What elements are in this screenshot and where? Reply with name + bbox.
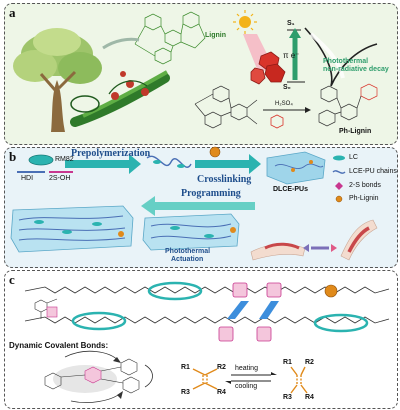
chain-icon <box>332 170 346 174</box>
crosslinking-arrow-icon <box>195 154 261 174</box>
polymer-chain-top <box>24 281 390 301</box>
photothermal-actuation-line2: Actuation <box>171 256 204 263</box>
twos-oh-label: 2S-OH <box>49 175 71 182</box>
r4-right: R4 <box>305 394 314 401</box>
panel-b-illustration <box>10 146 378 261</box>
ph-lignin-sphere-c <box>324 284 338 298</box>
panel-b: b <box>4 146 398 268</box>
mesogen-highlight-top <box>147 281 203 301</box>
energy-diagram <box>287 27 378 87</box>
legend-2s-label: 2-S bonds <box>349 182 381 189</box>
contracted-film-icon <box>142 213 240 251</box>
s0-label: S₀ <box>283 84 291 91</box>
dlce-pu-block-icon <box>266 151 326 185</box>
prepolymer-chain-icon <box>146 155 192 168</box>
photothermal-actuation-line1: Photothermal <box>165 248 211 255</box>
ph-lignin-structure <box>318 83 378 127</box>
panel-b-letter: b <box>9 149 17 164</box>
programming-label: Programming <box>181 188 241 199</box>
programming-arrow-icon <box>141 196 255 216</box>
sun-icon <box>233 10 257 34</box>
panel-c: c <box>4 270 398 409</box>
s1-label: S₁ <box>287 20 295 27</box>
phenol-icon <box>270 114 284 129</box>
prepolymerization-arrow-icon <box>65 154 141 174</box>
polymer-chain-bottom <box>24 311 390 342</box>
prepolymerization-label: Prepolymerization <box>71 148 151 159</box>
lignin-chemical-structure <box>194 85 258 129</box>
panel-a: a <box>4 3 398 145</box>
panel-a-illustration <box>13 10 378 132</box>
cooling-label: cooling <box>235 383 258 390</box>
disulfide-box-2 <box>266 282 282 298</box>
r3-left: R3 <box>181 389 190 396</box>
crosslinking-label: Crosslinking <box>197 174 252 185</box>
dynamic-bonds-label: Dynamic Covalent Bonds: <box>9 341 109 350</box>
arm-extended-icon <box>250 242 306 261</box>
panel-c-illustration <box>24 281 390 403</box>
pi-label: π e⁻ <box>283 51 300 60</box>
dlce-pus-label: DLCE-PUs <box>273 186 309 193</box>
panel-c-letter: c <box>9 272 15 287</box>
fiber-icon <box>70 70 170 127</box>
photothermal-line2: non-radiative decay <box>323 66 389 73</box>
mesogen-highlight-bottom-2 <box>313 313 369 333</box>
lignin-label: Lignin <box>205 32 226 39</box>
lc-mesogen-icon <box>333 155 345 161</box>
heating-label: heating <box>235 365 258 372</box>
aligned-film-icon <box>10 205 134 253</box>
legend-lc-label: LC <box>349 154 358 161</box>
r1-left: R1 <box>181 364 190 371</box>
rm82-mesogen-icon <box>28 154 54 166</box>
lignin-structure <box>134 11 206 65</box>
molecule-cluster-icon <box>250 51 286 85</box>
r3-right: R3 <box>283 394 292 401</box>
disulfide-exchange-scheme <box>192 366 308 394</box>
ph-lignin-label: Ph-Lignin <box>339 128 372 135</box>
disulfide-icon <box>335 182 343 190</box>
tree-icon <box>13 28 102 132</box>
r4-left: R4 <box>217 389 226 396</box>
r2-right: R2 <box>305 359 314 366</box>
exchange-arrow-2 <box>259 301 279 319</box>
r2-left: R2 <box>217 364 226 371</box>
panel-a-letter: a <box>9 5 16 20</box>
r1-right: R1 <box>283 359 292 366</box>
legend-lce-pu-label: LCE-PU chains <box>349 168 397 175</box>
sphere-icon <box>335 195 343 203</box>
arm-flexed-icon <box>340 219 378 261</box>
dynamic-bond-diagram <box>44 350 153 403</box>
reagent-label: H₂SO₄ <box>275 101 293 107</box>
disulfide-box-1 <box>232 282 248 298</box>
mesogen-highlight-bottom-1 <box>71 311 127 331</box>
rm82-label: RM82 <box>55 156 74 163</box>
side-structure <box>34 298 58 319</box>
photothermal-line1: Photothermal <box>323 58 369 65</box>
legend-ph-lignin-label: Ph-Lignin <box>349 195 379 202</box>
exchange-arrow-1 <box>227 301 249 319</box>
ph-lignin-sphere-icon <box>209 146 221 158</box>
hdi-label: HDI <box>21 175 34 182</box>
